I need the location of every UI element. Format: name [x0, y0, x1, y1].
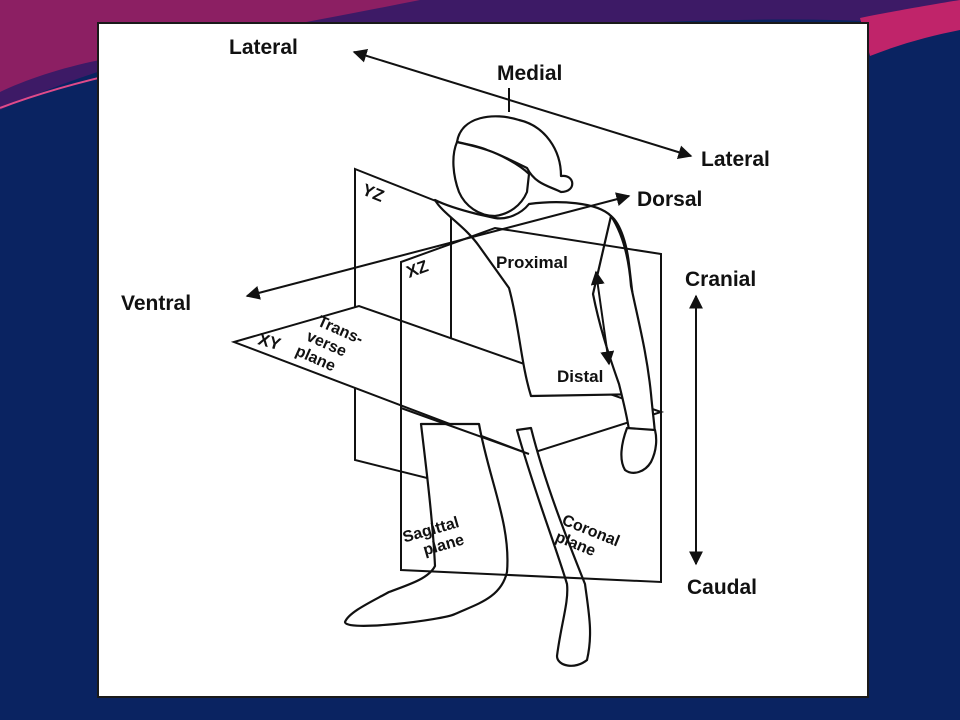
sagittal-plane-label: Sagittal plane — [401, 514, 466, 559]
anatomical-planes-diagram: Lateral Medial Lateral Dorsal Ventral Cr… — [121, 36, 770, 667]
label-lateral-left: Lateral — [229, 36, 298, 59]
dorsal-ventral-axis — [245, 192, 631, 300]
label-ventral: Ventral — [121, 292, 191, 315]
hand — [620, 426, 658, 474]
magenta-band-right — [860, 0, 960, 56]
slide-content-frame: Lateral Medial Lateral Dorsal Ventral Cr… — [97, 22, 869, 698]
xz-plane-fold — [400, 407, 530, 455]
label-caudal: Caudal — [687, 576, 757, 599]
label-dorsal: Dorsal — [637, 188, 702, 211]
medial-lateral-axis — [352, 49, 693, 159]
label-lateral-right: Lateral — [701, 148, 770, 171]
label-medial: Medial — [497, 62, 562, 85]
proximal-distal-axis — [590, 270, 615, 366]
label-distal: Distal — [557, 367, 603, 386]
transverse-plane-label: Trans- verse plane — [293, 313, 366, 375]
label-proximal: Proximal — [496, 253, 568, 272]
label-cranial: Cranial — [685, 268, 756, 291]
legs — [343, 422, 592, 667]
